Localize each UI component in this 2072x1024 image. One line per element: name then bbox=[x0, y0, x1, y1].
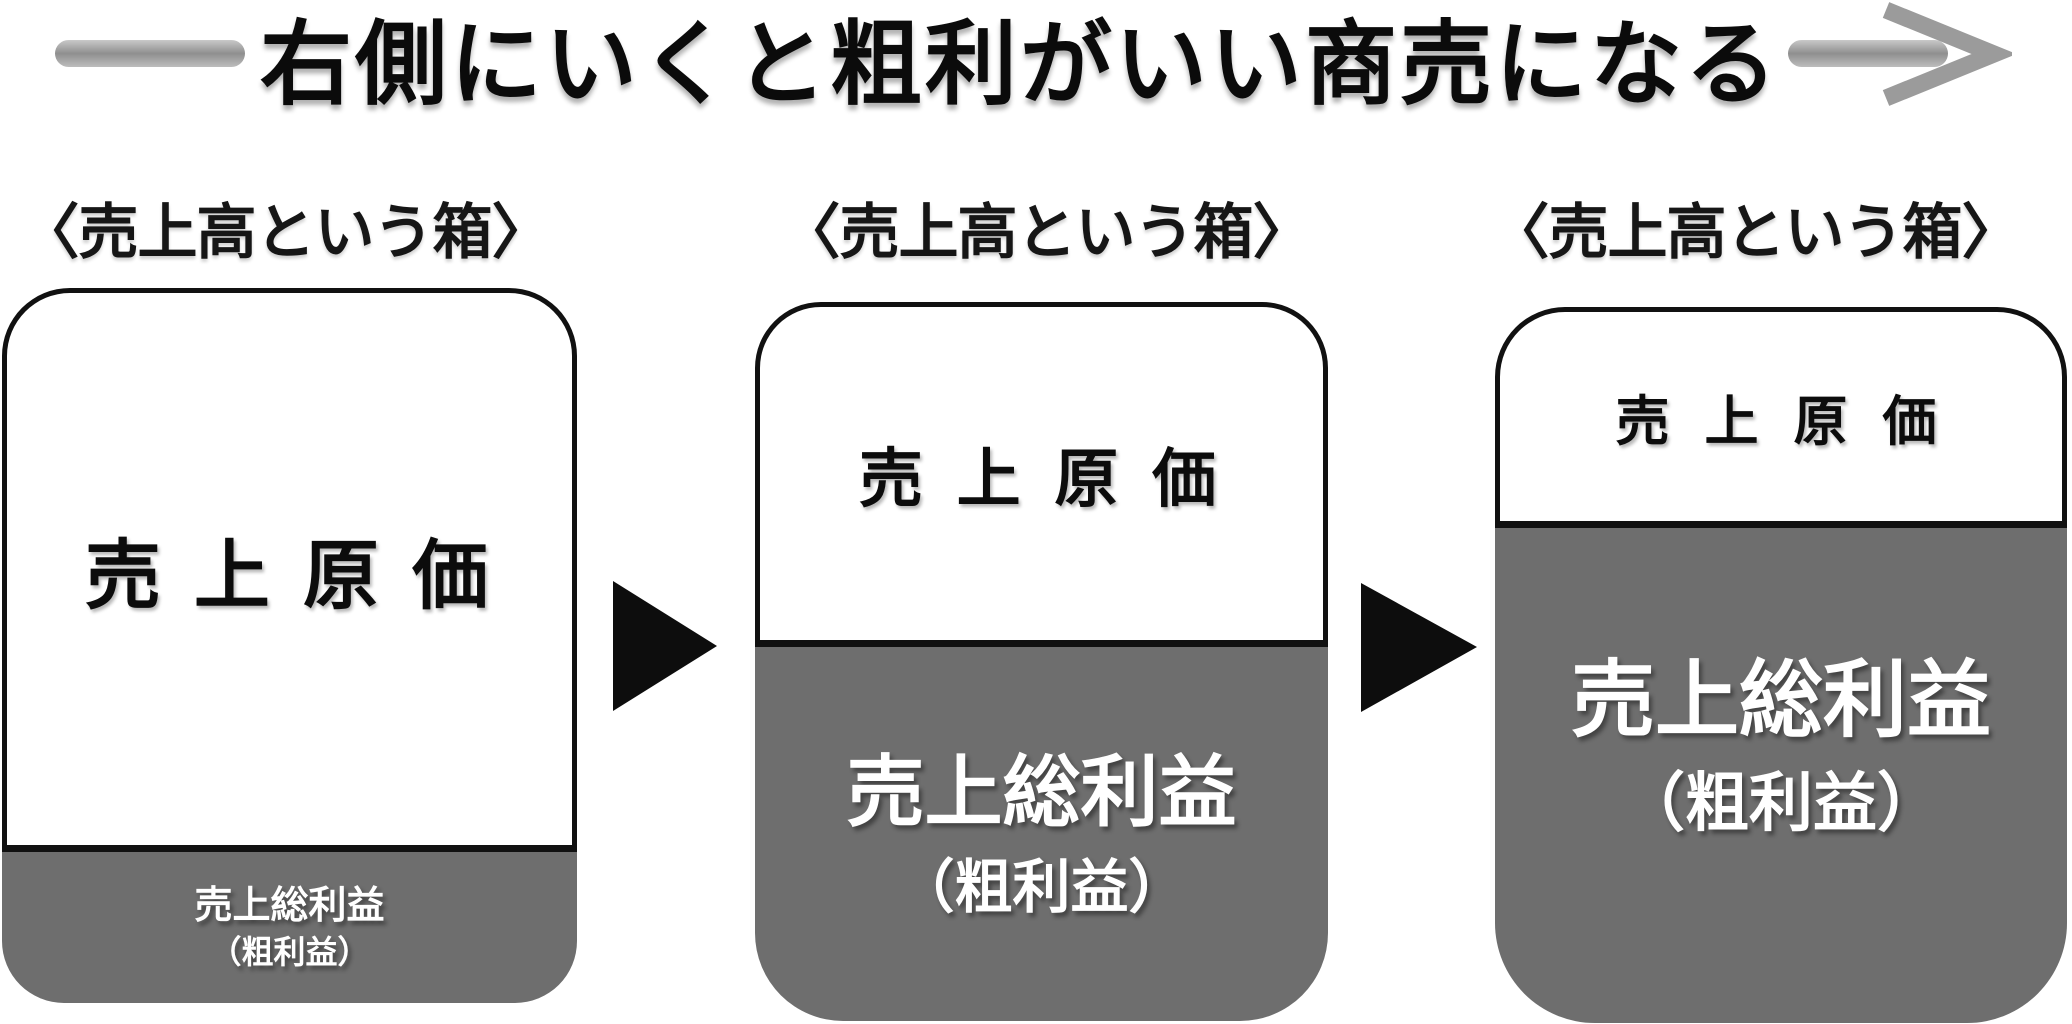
revenue-box-3: 売 上 原 価 売上総利益 （粗利益） bbox=[1495, 307, 2067, 1023]
revenue-box-1: 売 上 原 価 売上総利益 （粗利益） bbox=[2, 288, 577, 1003]
cogs-label-1: 売 上 原 価 bbox=[84, 534, 495, 619]
gross-profit-section-1: 売上総利益 （粗利益） bbox=[2, 852, 577, 1003]
title-arrow-shaft-left bbox=[55, 40, 245, 67]
gross-profit-section-2: 売上総利益 （粗利益） bbox=[755, 647, 1328, 1021]
flow-arrow-icon-1 bbox=[613, 581, 717, 711]
cogs-label-2: 売 上 原 価 bbox=[858, 442, 1225, 515]
flow-arrow-icon-2 bbox=[1361, 583, 1477, 712]
page-title: 右側にいくと粗利がいい商売になる bbox=[259, 14, 1781, 116]
revenue-box-2: 売 上 原 価 売上総利益 （粗利益） bbox=[755, 302, 1328, 1021]
gross-profit-sublabel-2: （粗利益） bbox=[896, 854, 1187, 920]
title-arrow-shaft-right bbox=[1788, 40, 1948, 67]
gross-profit-label-2: 売上総利益 bbox=[846, 748, 1237, 836]
gross-profit-sublabel-1: （粗利益） bbox=[209, 934, 370, 971]
gross-profit-label-1: 売上総利益 bbox=[194, 884, 385, 927]
cogs-section-3: 売 上 原 価 bbox=[1495, 307, 2067, 528]
gross-profit-label-3: 売上総利益 bbox=[1570, 653, 1991, 747]
gross-profit-section-3: 売上総利益 （粗利益） bbox=[1495, 528, 2067, 1023]
cogs-section-2: 売 上 原 価 bbox=[755, 302, 1328, 647]
cogs-section-1: 売 上 原 価 bbox=[2, 288, 577, 852]
title-arrow-head-icon bbox=[1882, 2, 2012, 106]
box-caption-1: 〈売上高という箱〉 bbox=[19, 199, 552, 266]
cogs-label-3: 売 上 原 価 bbox=[1615, 392, 1947, 452]
gross-profit-sublabel-3: （粗利益） bbox=[1621, 767, 1941, 839]
box-caption-3: 〈売上高という箱〉 bbox=[1489, 199, 2022, 266]
box-caption-2: 〈売上高という箱〉 bbox=[780, 199, 1313, 266]
